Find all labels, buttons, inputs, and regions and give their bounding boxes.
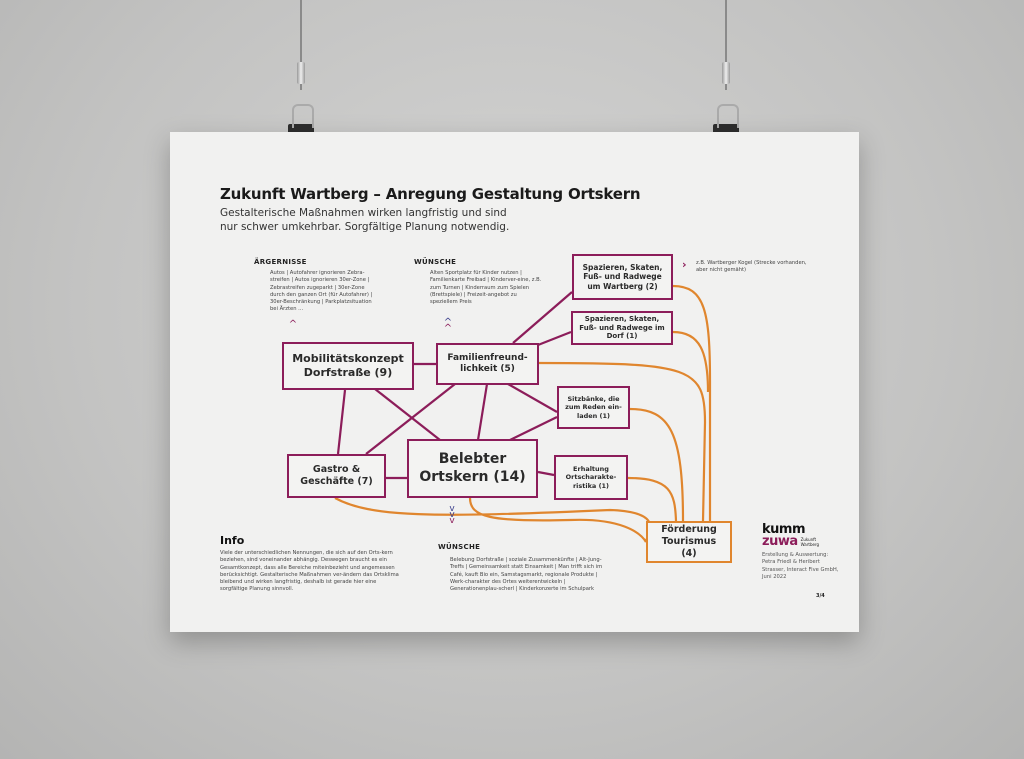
edge xyxy=(509,416,558,441)
credits: Erstellung & Auswertung: Petra Friedl & … xyxy=(762,552,839,580)
edge xyxy=(537,330,572,347)
node-sitzbaenke: Sitzbänke, die zum Reden ein-laden (1) xyxy=(557,386,630,429)
node-erhaltung: Erhaltung Ortscharakte-ristika (1) xyxy=(554,455,628,500)
logo-line2: zuwa xyxy=(762,534,798,549)
node-belebter-ortskern: Belebter Ortskern (14) xyxy=(407,439,538,498)
poster-title: Zukunft Wartberg – Anregung Gestaltung O… xyxy=(220,185,641,203)
subtitle-line: nur schwer umkehrbar. Sorgfältige Planun… xyxy=(220,221,510,233)
info-heading: Info xyxy=(220,534,245,547)
edge xyxy=(374,388,441,441)
poster-subtitle: Gestalterische Maßnahmen wirken langfris… xyxy=(220,206,540,234)
edge xyxy=(476,383,489,441)
chevron-right-icon: › xyxy=(682,258,687,271)
edge xyxy=(334,497,652,543)
edge xyxy=(538,361,707,522)
wuensche-bottom-heading: WÜNSCHE xyxy=(438,543,481,551)
hook-right xyxy=(722,62,730,84)
aergernisse-text: Autos | Autofahrer ignorieren Zebra-stre… xyxy=(270,270,373,313)
chevron-up-icon: ^ xyxy=(288,319,298,330)
info-text: Viele der unterschiedlichen Nennungen, d… xyxy=(220,550,399,593)
edge xyxy=(507,383,558,413)
edge xyxy=(468,497,647,543)
aergernisse-heading: ÄRGERNISSE xyxy=(254,258,307,266)
node-tourismus: Förderung Tourismus (4) xyxy=(646,521,732,563)
edge xyxy=(629,407,685,522)
edge xyxy=(672,330,710,393)
kummzuwa-logo: kumm zuwa Zukunft Wartberg xyxy=(762,522,825,549)
edge xyxy=(336,389,347,455)
node-spazieren-dorf: Spazieren, Skaten, Fuß- und Radwege im D… xyxy=(571,311,673,345)
logo-line1: kumm xyxy=(762,522,805,537)
node-mobilitaetskonzept: Mobilitätskonzept Dorfstraße (9) xyxy=(282,342,414,390)
hanging-wire-left xyxy=(300,0,302,90)
double-chevron-up-icon: ^^ xyxy=(443,317,453,334)
edge xyxy=(537,470,555,477)
wuensche-top-text: Alten Sportplatz für Kinder nutzen | Fam… xyxy=(430,270,542,306)
edge xyxy=(512,291,573,344)
hanging-wire-right xyxy=(725,0,727,90)
edge xyxy=(365,383,456,455)
hook-left xyxy=(297,62,305,84)
node-spazieren-wartberg: Spazieren, Skaten, Fuß- und Radwege um W… xyxy=(572,254,673,300)
note-text: z.B. Wartberger Kogel (Strecke vorhanden… xyxy=(696,260,807,274)
page-number: 3/4 xyxy=(816,593,825,599)
poster: Zukunft Wartberg – Anregung Gestaltung O… xyxy=(170,132,859,632)
logo-tag: Zukunft Wartberg xyxy=(800,537,820,547)
edge xyxy=(627,476,678,522)
node-gastro: Gastro & Geschäfte (7) xyxy=(287,454,386,498)
edge xyxy=(672,284,712,521)
node-familienfreundlichkeit: Familienfreund-lichkeit (5) xyxy=(436,343,539,385)
subtitle-line: Gestalterische Maßnahmen wirken langfris… xyxy=(220,207,507,219)
wuensche-bottom-text: Belebung Dorfstraße | soziale Zusammenkü… xyxy=(450,557,603,593)
wuensche-top-heading: WÜNSCHE xyxy=(414,258,457,266)
